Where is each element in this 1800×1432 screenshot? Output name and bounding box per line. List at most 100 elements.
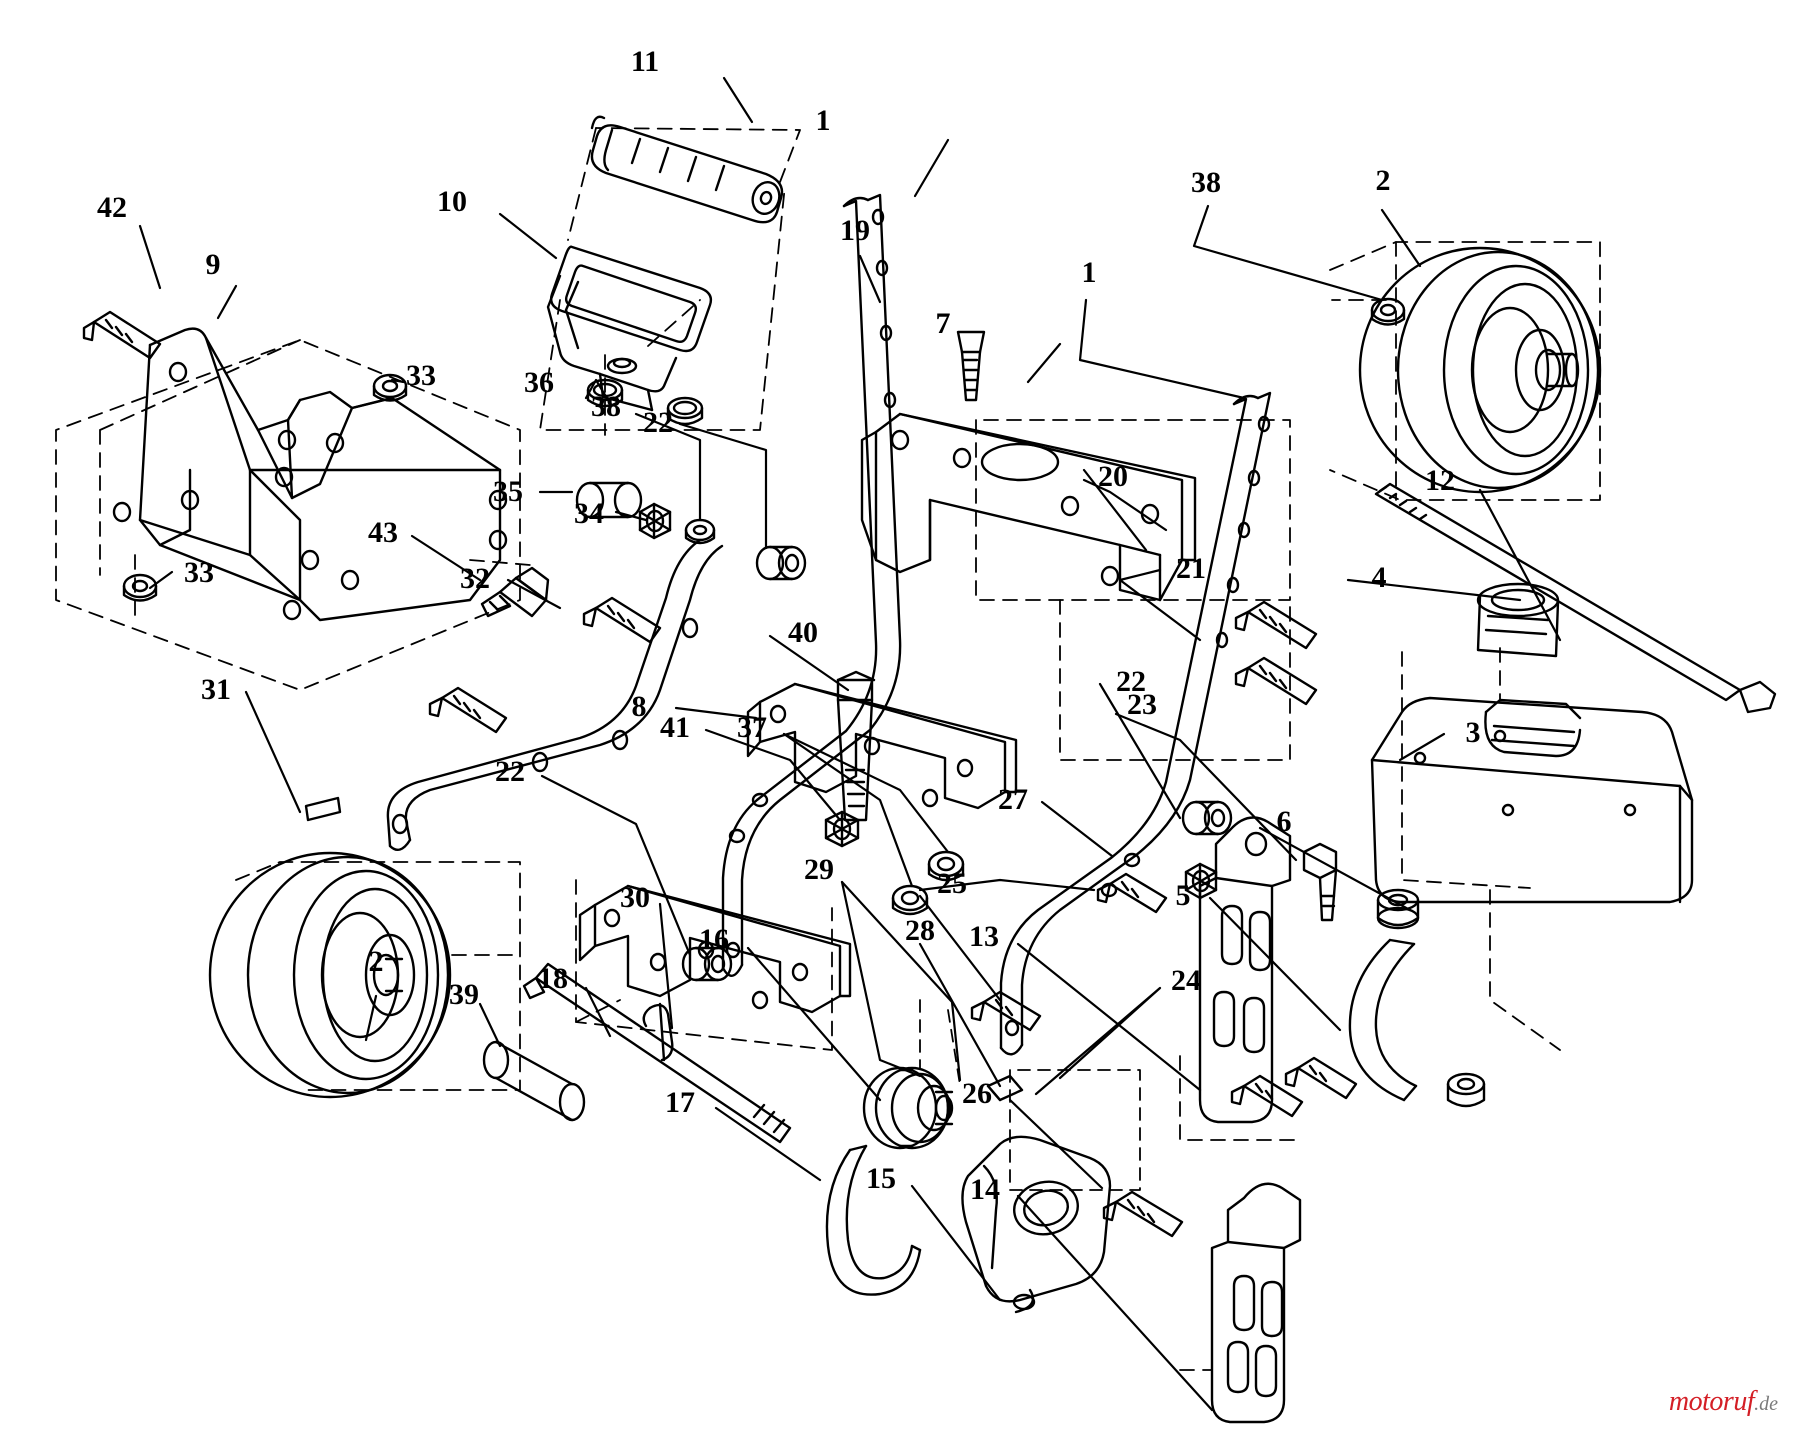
spacer-22-b <box>1181 800 1233 836</box>
callout-5: 5 <box>1175 879 1191 912</box>
callout-17: 17 <box>665 1086 695 1119</box>
fuel-tank-3 <box>1370 696 1694 904</box>
screw-19 <box>956 330 986 402</box>
callout-40: 40 <box>788 616 818 649</box>
spacer-35 <box>575 481 643 519</box>
screw-25-upper <box>1096 872 1168 914</box>
callout-9: 9 <box>205 248 221 281</box>
screw-21-upper <box>1234 600 1318 650</box>
callout-27: 27 <box>998 783 1028 816</box>
washer-37-b <box>891 884 929 916</box>
screw-33-upper <box>372 373 408 402</box>
callout-8: 8 <box>631 690 647 723</box>
nut-27 <box>1184 862 1218 900</box>
left-linkage-arm <box>386 538 724 852</box>
lever-bracket <box>546 245 713 426</box>
callout-19: 19 <box>840 214 870 247</box>
callout-13: 13 <box>969 920 999 953</box>
callout-1-upper: 1 <box>815 104 831 137</box>
callout-22-a: 22 <box>643 406 673 439</box>
center-bracket-7 <box>860 412 1197 602</box>
fuel-line-end-6 <box>1446 1072 1486 1108</box>
part-31-pin <box>304 796 342 822</box>
wheel-lower-left <box>208 851 452 1099</box>
fuel-cap-4 <box>1476 582 1560 658</box>
leader-lines <box>138 76 1562 1412</box>
callout-7: 7 <box>935 307 951 340</box>
callout-3: 3 <box>1465 716 1481 749</box>
callout-6: 6 <box>1276 805 1292 838</box>
handle-right <box>999 391 1272 1056</box>
callout-41: 41 <box>660 711 690 744</box>
rod-18 <box>522 962 792 1144</box>
screw-33-lower <box>122 573 158 602</box>
callout-38-upper: 38 <box>1191 166 1221 199</box>
watermark-suffix: .de <box>1754 1393 1778 1415</box>
washer-38-mid <box>684 518 716 545</box>
callout-29: 29 <box>804 853 834 886</box>
callout-18: 18 <box>538 962 568 995</box>
wheel-lower-left-guide <box>235 861 521 1091</box>
screw-25-lower <box>970 990 1042 1032</box>
fuel-line-5 <box>1348 938 1418 1102</box>
callout-10: 10 <box>437 185 467 218</box>
callout-42: 42 <box>97 191 127 224</box>
axle-bolt-12 <box>1374 482 1777 714</box>
screw-26 <box>1102 1190 1184 1238</box>
callout-2-upper: 2 <box>1375 164 1391 197</box>
screw-21-lower <box>1234 656 1318 706</box>
callout-25: 25 <box>937 867 967 900</box>
spacer-22-c <box>681 946 733 982</box>
side-plate-14 <box>1210 1182 1302 1424</box>
callout-21: 21 <box>1176 552 1206 585</box>
callout-1-right: 1 <box>1081 256 1097 289</box>
washer-38-upper <box>1370 297 1406 326</box>
pulley-16 <box>862 1066 954 1150</box>
pin-30 <box>642 1002 674 1062</box>
callout-15: 15 <box>866 1162 896 1195</box>
engine-mount-plate <box>112 327 508 622</box>
callout-26: 26 <box>962 1077 992 1110</box>
callout-30: 30 <box>620 881 650 914</box>
side-plate-guides <box>1179 1055 1301 1141</box>
callout-33-lower: 33 <box>184 556 214 589</box>
callout-2-lower: 2 <box>368 945 384 978</box>
handle-grip <box>590 115 784 224</box>
site-watermark: motoruf.de <box>1669 1386 1778 1418</box>
callout-34: 34 <box>574 497 604 530</box>
pulley-guides <box>919 999 1141 1191</box>
belt-17 <box>825 1144 922 1296</box>
front-bracket-8 <box>578 884 852 1014</box>
callout-39: 39 <box>449 978 479 1011</box>
nut-41 <box>824 810 860 848</box>
screw-42 <box>82 310 162 360</box>
callout-4: 4 <box>1371 561 1387 594</box>
callout-38-mid: 38 <box>591 390 621 423</box>
callout-43: 43 <box>368 516 398 549</box>
callout-12: 12 <box>1425 464 1455 497</box>
callout-24: 24 <box>1171 964 1201 997</box>
callout-16: 16 <box>699 923 729 956</box>
callout-14: 14 <box>970 1173 1000 1206</box>
plate-guides <box>55 339 531 691</box>
screw-43 <box>480 566 550 618</box>
spacer-22-a <box>755 545 807 581</box>
nut-34 <box>638 502 672 540</box>
wheel-upper-right-guide <box>1329 241 1601 501</box>
callout-23: 23 <box>1127 688 1157 721</box>
callout-37: 37 <box>737 711 767 744</box>
screw-32-upper <box>582 596 662 644</box>
callout-32: 32 <box>460 562 490 595</box>
callout-20: 20 <box>1098 460 1128 493</box>
housing-15 <box>961 1135 1112 1314</box>
callout-11: 11 <box>630 45 660 78</box>
callout-33-upper: 33 <box>406 359 436 392</box>
center-bracket-guides <box>975 419 1291 761</box>
side-plate-13 <box>1198 816 1292 1124</box>
spacer-39 <box>482 1040 586 1122</box>
screw-24-lower <box>1230 1074 1304 1118</box>
fuel-tank-guides <box>1401 647 1561 1051</box>
callout-31: 31 <box>201 673 231 706</box>
